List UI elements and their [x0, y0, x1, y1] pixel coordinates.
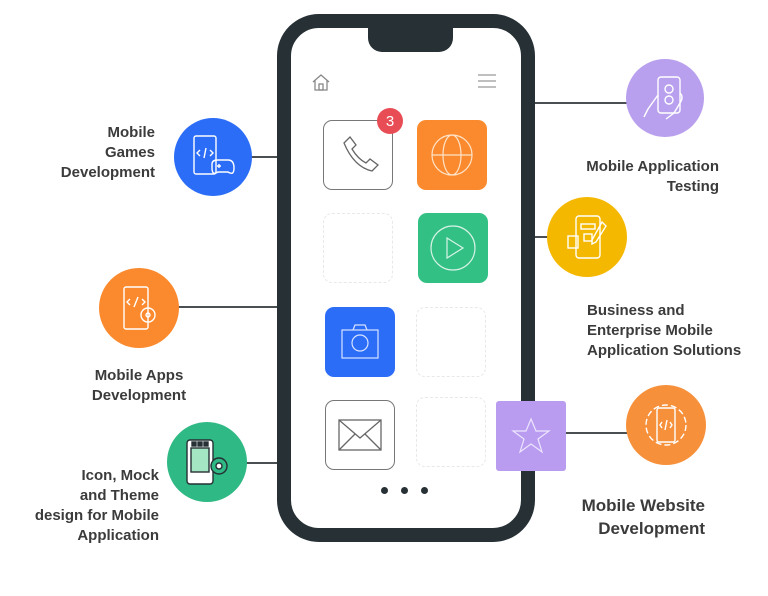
business-solutions-circle — [547, 197, 627, 277]
mobile-code-icon — [123, 286, 156, 330]
mail-app-tile[interactable] — [325, 400, 395, 470]
connector-website — [564, 432, 628, 434]
empty-app-slot — [416, 307, 486, 377]
play-icon — [430, 225, 476, 271]
favorites-tile[interactable] — [496, 401, 566, 471]
connector-games — [250, 156, 280, 158]
phone-call-icon — [343, 136, 379, 172]
apps-development-circle — [99, 268, 179, 348]
empty-app-slot — [416, 397, 486, 467]
phone-app-tile[interactable] — [323, 120, 393, 190]
page-dot[interactable] — [381, 487, 388, 494]
page-dot[interactable] — [401, 487, 408, 494]
connector-apps — [176, 306, 280, 308]
browser-app-tile[interactable] — [417, 120, 487, 190]
icon-design-circle — [167, 422, 247, 502]
mobile-edit-lock-icon — [567, 215, 607, 259]
connector-business — [530, 236, 550, 238]
hand-phone-check-icon — [643, 76, 683, 120]
connector-testing — [530, 102, 628, 104]
home-icon[interactable] — [311, 72, 331, 97]
notification-badge: 3 — [377, 108, 403, 134]
phone-notch — [368, 14, 453, 52]
website-development-circle — [626, 385, 706, 465]
game-controller-icon — [193, 135, 235, 175]
star-icon — [511, 417, 551, 454]
menu-icon[interactable] — [477, 73, 497, 94]
app-grid-gear-icon — [186, 439, 228, 485]
camera-app-tile[interactable] — [325, 307, 395, 377]
empty-app-slot — [323, 213, 393, 283]
phone-frame — [277, 14, 535, 542]
app-testing-circle — [626, 59, 704, 137]
mobile-code-gear-icon — [645, 404, 687, 446]
globe-icon — [431, 134, 473, 176]
page-dot[interactable] — [421, 487, 428, 494]
video-app-tile[interactable] — [418, 213, 488, 283]
camera-icon — [341, 324, 379, 359]
games-development-circle — [174, 118, 252, 196]
connector-icon-design — [245, 462, 280, 464]
mail-icon — [338, 419, 382, 451]
